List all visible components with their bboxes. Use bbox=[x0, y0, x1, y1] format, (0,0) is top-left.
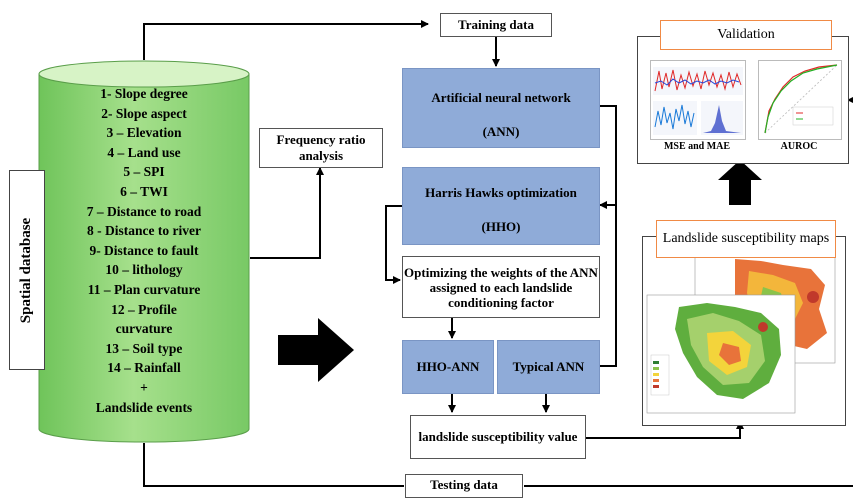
conditioning-factor-list: 1- Slope degree 2- Slope aspect 3 – Elev… bbox=[38, 84, 250, 417]
factor-item: + bbox=[140, 379, 148, 395]
ann-box: Artificial neural network (ANN) bbox=[402, 68, 600, 148]
mse-mae-plot-graphic bbox=[653, 67, 743, 135]
optimizing-weights-box: Optimizing the weights of the ANN assign… bbox=[402, 256, 600, 318]
factor-item: 1- Slope degree bbox=[100, 86, 188, 101]
spatial-database-label: Spatial database bbox=[9, 170, 45, 370]
hho-ann-box: HHO-ANN bbox=[402, 340, 494, 394]
factor-item: 14 – Rainfall bbox=[107, 360, 181, 376]
factor-item: 10 – lithology bbox=[105, 262, 183, 278]
factor-item: 2- Slope aspect bbox=[101, 105, 187, 121]
susceptibility-map-graphic bbox=[646, 250, 836, 414]
hho-box: Harris Hawks optimization (HHO) bbox=[402, 167, 600, 245]
mse-mae-plot bbox=[650, 60, 746, 140]
factor-item: 12 – Profile bbox=[111, 301, 177, 317]
factor-item: 7 – Distance to road bbox=[86, 203, 202, 219]
factor-item: 11 – Plan curvature bbox=[87, 281, 201, 297]
training-data-box: Training data bbox=[440, 13, 552, 37]
factor-item: 3 – Elevation bbox=[106, 125, 182, 141]
auroc-plot-graphic bbox=[764, 64, 838, 134]
spatial-database-cylinder bbox=[38, 60, 250, 443]
mse-mae-label: MSE and MAE bbox=[663, 141, 731, 152]
maps-panel bbox=[642, 236, 846, 426]
validation-panel: MSE and MAE AUROC bbox=[637, 36, 849, 164]
susceptibility-value-box: landslide susceptibility value bbox=[410, 415, 586, 459]
factor-item: 6 – TWI bbox=[120, 183, 168, 199]
factor-item: 9- Distance to fault bbox=[89, 242, 199, 258]
frequency-ratio-box: Frequency ratio analysis bbox=[259, 128, 383, 168]
factor-item: 5 – SPI bbox=[123, 164, 165, 180]
auroc-plot bbox=[758, 60, 842, 140]
auroc-label: AUROC bbox=[780, 141, 818, 152]
factor-item: 4 – Land use bbox=[107, 144, 181, 160]
factor-item: Landslide events bbox=[95, 399, 193, 415]
factor-item: 8 - Distance to river bbox=[87, 223, 201, 239]
maps-title: Landslide susceptibility maps bbox=[656, 220, 836, 258]
typical-ann-box: Typical ANN bbox=[497, 340, 600, 394]
testing-data-box: Testing data bbox=[405, 474, 523, 498]
factor-item: 13 – Soil type bbox=[105, 340, 183, 356]
validation-title: Validation bbox=[660, 20, 832, 50]
factor-item: curvature bbox=[115, 321, 173, 337]
